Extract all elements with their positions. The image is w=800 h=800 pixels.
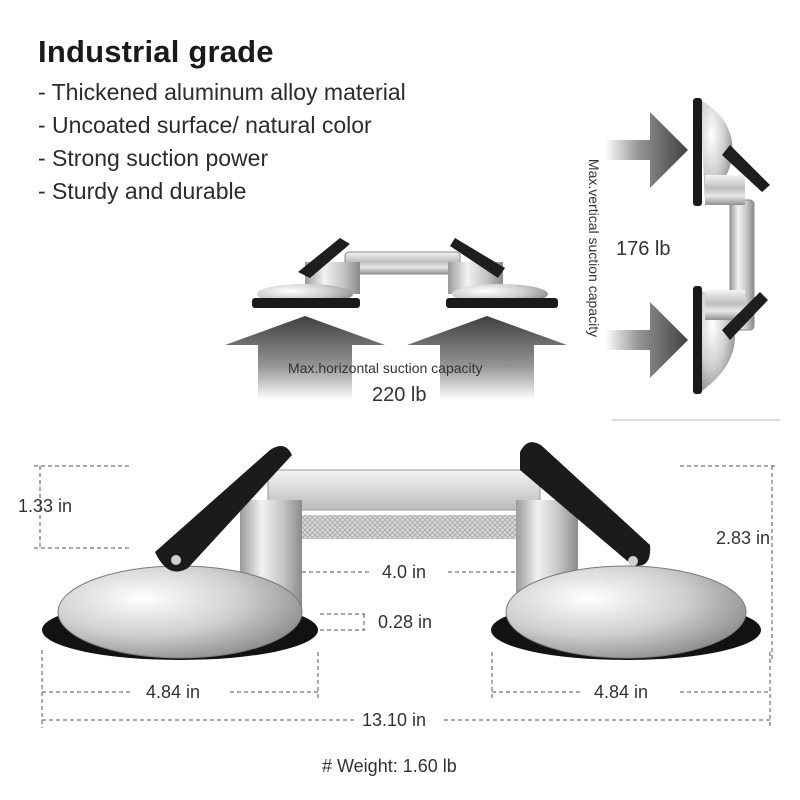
heading: Industrial grade: [38, 34, 274, 69]
total-height-label: 2.83 in: [716, 528, 771, 548]
lever-handle: [722, 292, 768, 340]
lever-handle: [520, 442, 651, 566]
lever-handle: [155, 446, 292, 572]
pad-thickness-label: 0.28 in: [378, 612, 433, 632]
rubber-pad: [252, 298, 360, 308]
dimension-drawing: [34, 442, 778, 728]
handle-post: [705, 175, 745, 205]
feature-list: - Thickened aluminum alloy material - Un…: [38, 76, 406, 208]
knurled-grip: [300, 515, 518, 539]
right-arrow-icon: [605, 112, 688, 188]
horizontal-capacity-value: 220 lb: [372, 384, 427, 406]
lever-pivot: [628, 556, 638, 566]
grip-width-label: 4.0 in: [382, 562, 427, 582]
rubber-pad: [693, 98, 702, 206]
up-arrow-icon: [225, 316, 385, 400]
lever-handle: [298, 238, 350, 278]
horizontal-capacity-label: Max.horizontal suction capacity: [288, 360, 483, 376]
rubber-pad: [446, 298, 558, 308]
rubber-pad: [693, 286, 702, 394]
total-length-label: 13.10 in: [362, 710, 427, 730]
lever-pivot: [171, 555, 181, 565]
dimension-lines: [34, 465, 778, 728]
feature-item: - Sturdy and durable: [38, 178, 247, 204]
vertical-capacity-value: 176 lb: [616, 238, 671, 260]
weight-label: # Weight: 1.60 lb: [322, 756, 457, 776]
feature-item: - Thickened aluminum alloy material: [38, 79, 406, 105]
vertical-capacity-label-text: Max.vertical suction capacity: [586, 158, 602, 337]
handle-height-label: 1.33 in: [18, 496, 73, 516]
right-pad-diameter-label: 4.84 in: [594, 682, 649, 702]
lever-handle: [450, 238, 505, 278]
vertical-suction-diagram: [605, 98, 780, 421]
horizontal-suction-diagram: [225, 238, 567, 400]
handle-bar: [344, 251, 461, 275]
lever-handle: [722, 145, 770, 192]
suction-cup-dome: [57, 565, 303, 659]
feature-item: - Strong suction power: [38, 145, 269, 171]
feature-item: - Uncoated surface/ natural color: [38, 112, 372, 138]
vertical-capacity-label: Max.vertical suction capacity: [582, 140, 606, 355]
up-arrow-icon: [407, 316, 567, 400]
right-arrow-icon: [605, 302, 688, 378]
handle-bar: [267, 469, 541, 556]
suction-cup-dome: [505, 565, 747, 659]
left-pad-diameter-label: 4.84 in: [146, 682, 201, 702]
